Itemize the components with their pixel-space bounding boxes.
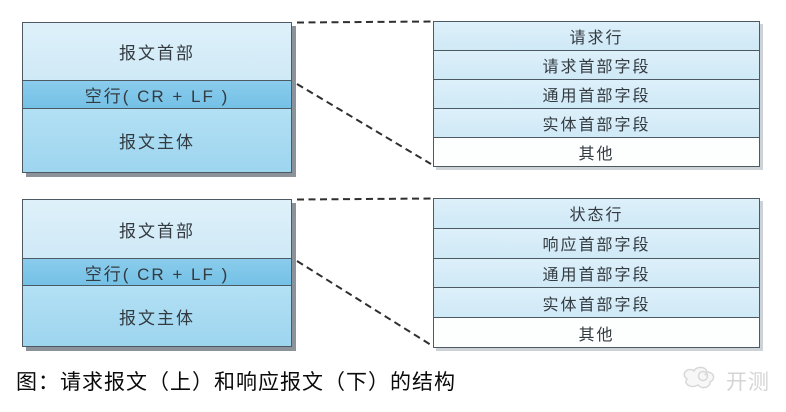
request-message-header-section: 报文首部	[23, 23, 291, 80]
request-line-label: 请求行	[569, 30, 624, 47]
response-header-fields-row: 响应首部字段	[434, 227, 759, 258]
status-line-row: 状态行	[434, 199, 759, 228]
kaice-logo-icon	[680, 364, 720, 398]
request-blank-line-label: 空行( CR + LF )	[84, 87, 230, 106]
response-message-box: 报文首部 空行( CR + LF ) 报文主体	[22, 199, 292, 347]
request-message-box: 报文首部 空行( CR + LF ) 报文主体	[22, 22, 292, 173]
response-other-row: 其他	[434, 317, 759, 347]
request-other-label: 其他	[578, 146, 615, 163]
response-entity-header-fields-label: 实体首部字段	[542, 296, 651, 314]
status-line-label: 状态行	[569, 207, 624, 225]
request-general-header-fields-row: 通用首部字段	[434, 79, 759, 108]
response-general-header-fields-row: 通用首部字段	[434, 257, 759, 288]
request-message-body-label: 报文主体	[119, 133, 195, 152]
request-message-header-label: 报文首部	[119, 44, 195, 63]
response-top-connector-line	[296, 197, 433, 201]
response-other-label: 其他	[578, 326, 615, 344]
response-entity-header-fields-row: 实体首部字段	[434, 287, 759, 318]
request-header-fields-box: 请求行 请求首部字段 通用首部字段 实体首部字段 其他	[433, 21, 760, 167]
figure-caption: 图：请求报文（上）和响应报文（下）的结构	[16, 370, 456, 394]
request-entity-header-fields-label: 实体首部字段	[542, 117, 651, 134]
watermark: 开测	[680, 364, 770, 398]
request-message-body-section: 报文主体	[23, 109, 291, 172]
response-message-header-label: 报文首部	[119, 221, 195, 241]
response-header-fields-label: 响应首部字段	[542, 237, 651, 255]
request-entity-header-fields-row: 实体首部字段	[434, 108, 759, 137]
request-blank-line-section: 空行( CR + LF )	[23, 80, 291, 109]
request-diagonal-connector-line	[296, 83, 432, 165]
response-blank-line-label: 空行( CR + LF )	[84, 264, 230, 284]
request-general-header-fields-label: 通用首部字段	[542, 88, 651, 105]
response-message-body-section: 报文主体	[23, 286, 291, 346]
response-header-fields-box: 状态行 响应首部字段 通用首部字段 实体首部字段 其他	[433, 198, 760, 348]
request-header-fields-label: 请求首部字段	[542, 59, 651, 76]
request-header-fields-row: 请求首部字段	[434, 50, 759, 79]
request-line-row: 请求行	[434, 22, 759, 50]
request-top-connector-line	[296, 20, 433, 24]
response-blank-line-section: 空行( CR + LF )	[23, 258, 291, 286]
response-diagonal-connector-line	[296, 260, 432, 346]
response-general-header-fields-label: 通用首部字段	[542, 266, 651, 284]
request-other-row: 其他	[434, 137, 759, 166]
watermark-label: 开测	[726, 371, 770, 394]
response-message-body-label: 报文主体	[119, 308, 195, 328]
response-message-header-section: 报文首部	[23, 200, 291, 258]
